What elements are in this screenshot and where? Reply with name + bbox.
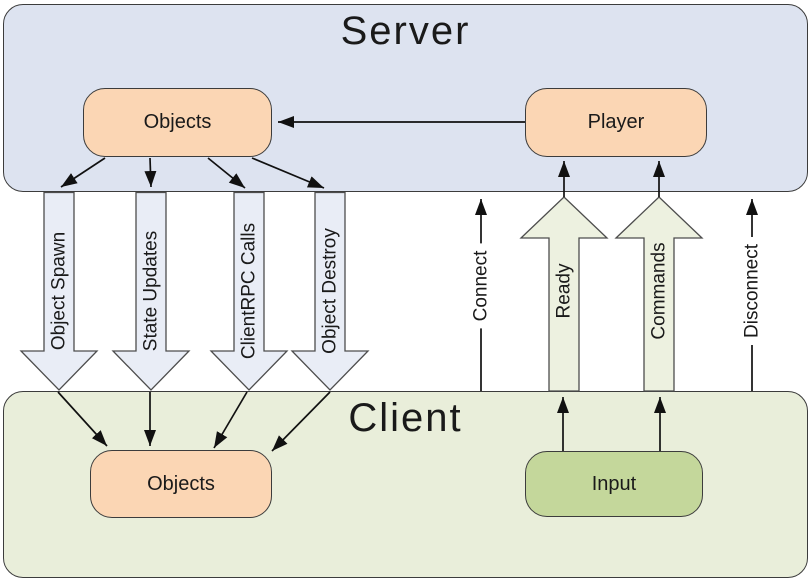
server-title: Server (340, 9, 471, 53)
state-updates-label: State Updates (140, 230, 162, 352)
client-objects-label: Objects (147, 472, 215, 495)
object-destroy-label: Object Destroy (319, 228, 341, 354)
server-objects-node: Objects (83, 88, 272, 157)
input-node: Input (525, 451, 703, 517)
object-spawn-label: Object Spawn (48, 231, 70, 351)
server-objects-label: Objects (143, 111, 212, 133)
client-objects-node: Objects (90, 450, 272, 518)
client-title: Client (348, 396, 463, 440)
commands-label: Commands (648, 242, 670, 340)
player-node: Player (525, 88, 707, 157)
ready-label: Ready (553, 263, 575, 319)
input-label: Input (591, 472, 637, 495)
player-label: Player (587, 111, 645, 133)
disconnect-label: Disconnect (740, 237, 764, 345)
clientrpc-calls-label: ClientRPC Calls (238, 222, 260, 360)
connect-label: Connect (469, 243, 493, 329)
